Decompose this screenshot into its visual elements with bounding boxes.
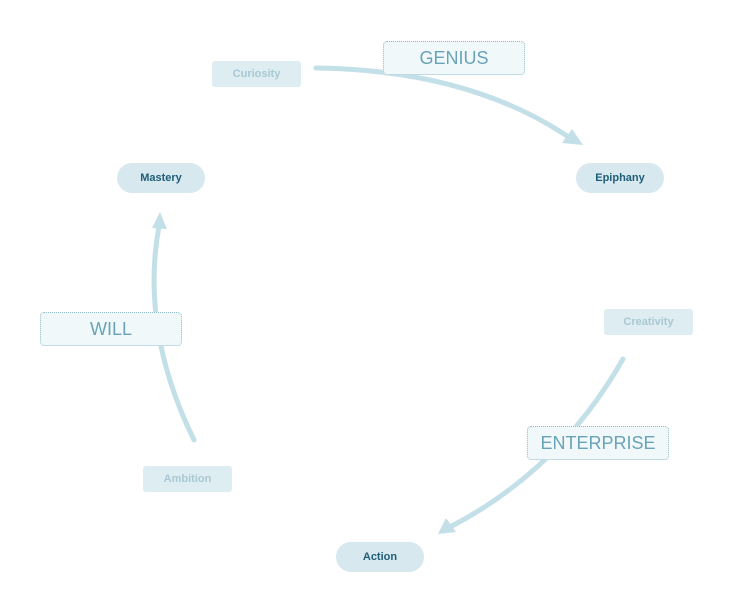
node-mastery: Mastery	[117, 163, 205, 193]
node-ambition: Ambition	[143, 466, 232, 492]
arrow-curiosity-to-epiphany	[313, 65, 573, 141]
node-action: Action	[336, 542, 424, 572]
label-genius: GENIUS	[383, 41, 525, 75]
node-creativity: Creativity	[604, 309, 693, 335]
label-will: WILL	[40, 312, 182, 346]
arrowhead-epiphany	[562, 129, 583, 145]
label-enterprise: ENTERPRISE	[527, 426, 669, 460]
node-curiosity: Curiosity	[212, 61, 301, 87]
node-epiphany: Epiphany	[576, 163, 664, 193]
arrowhead-mastery	[152, 212, 167, 229]
arrowhead-action	[438, 518, 456, 534]
